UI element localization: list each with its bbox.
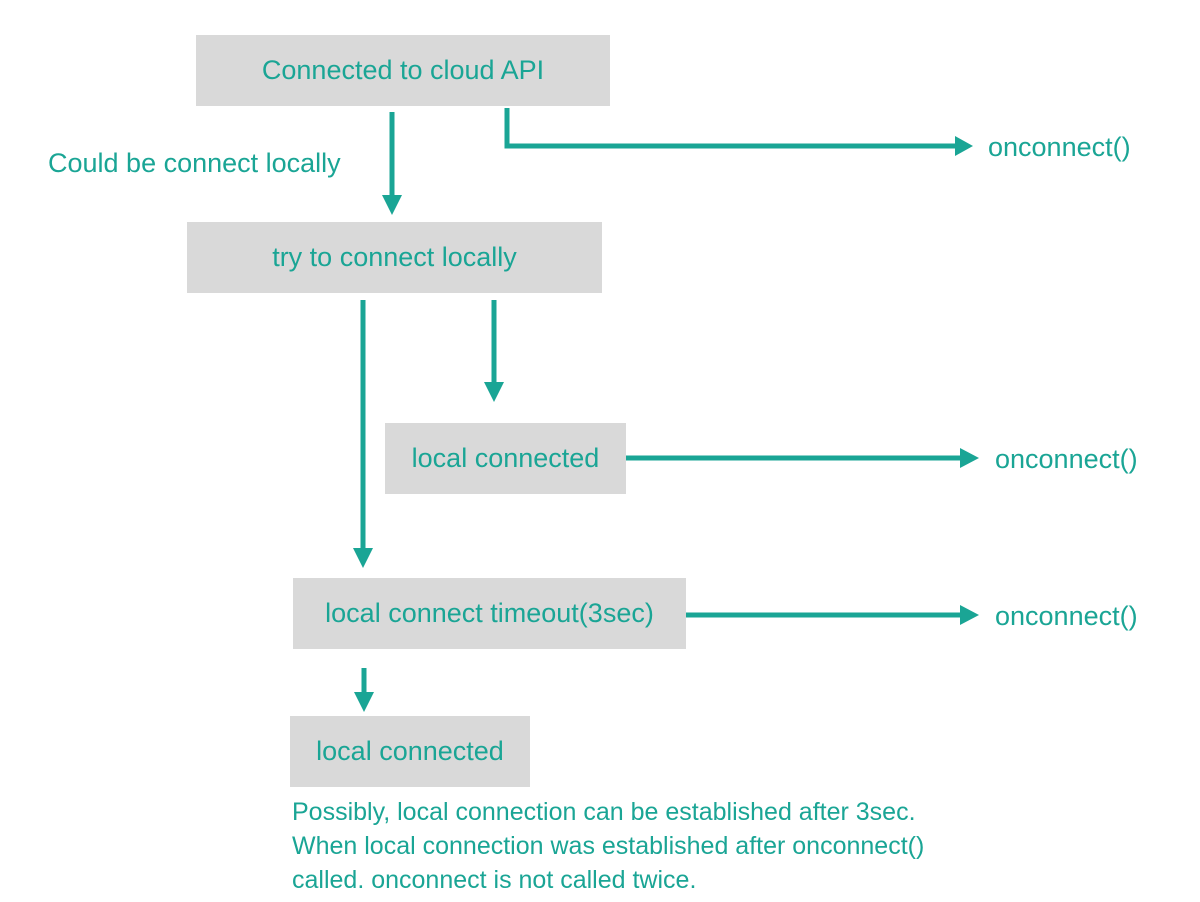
output-onconnect: onconnect() [995,444,1138,474]
node-local-connect-timeout: local connect timeout(3sec) [293,578,686,649]
arrowhead-icon [955,136,973,156]
arrowhead-icon [354,692,374,712]
arrowhead-icon [960,605,979,625]
footnote: Possibly, local connection can be establ… [292,795,924,897]
output-onconnect: onconnect() [988,132,1131,162]
node-try-connect-locally: try to connect locally [187,222,602,293]
arrow-cloud-to-onconnect [504,108,958,149]
footnote-line: Possibly, local connection can be establ… [292,798,916,826]
node-cloud-api: Connected to cloud API [196,35,610,106]
output-onconnect: onconnect() [995,601,1138,631]
arrowhead-icon [484,382,504,402]
node-local-connected-late: local connected [290,716,530,787]
edge-label-could-be-connect-locally: Could be connect locally [48,148,341,178]
arrowhead-icon [353,548,373,568]
footnote-line: called. onconnect is not called twice. [292,866,697,894]
footnote-line: When local connection was established af… [292,832,925,860]
arrowhead-icon [960,448,979,468]
arrowhead-icon [382,195,402,215]
node-local-connected: local connected [385,423,626,494]
